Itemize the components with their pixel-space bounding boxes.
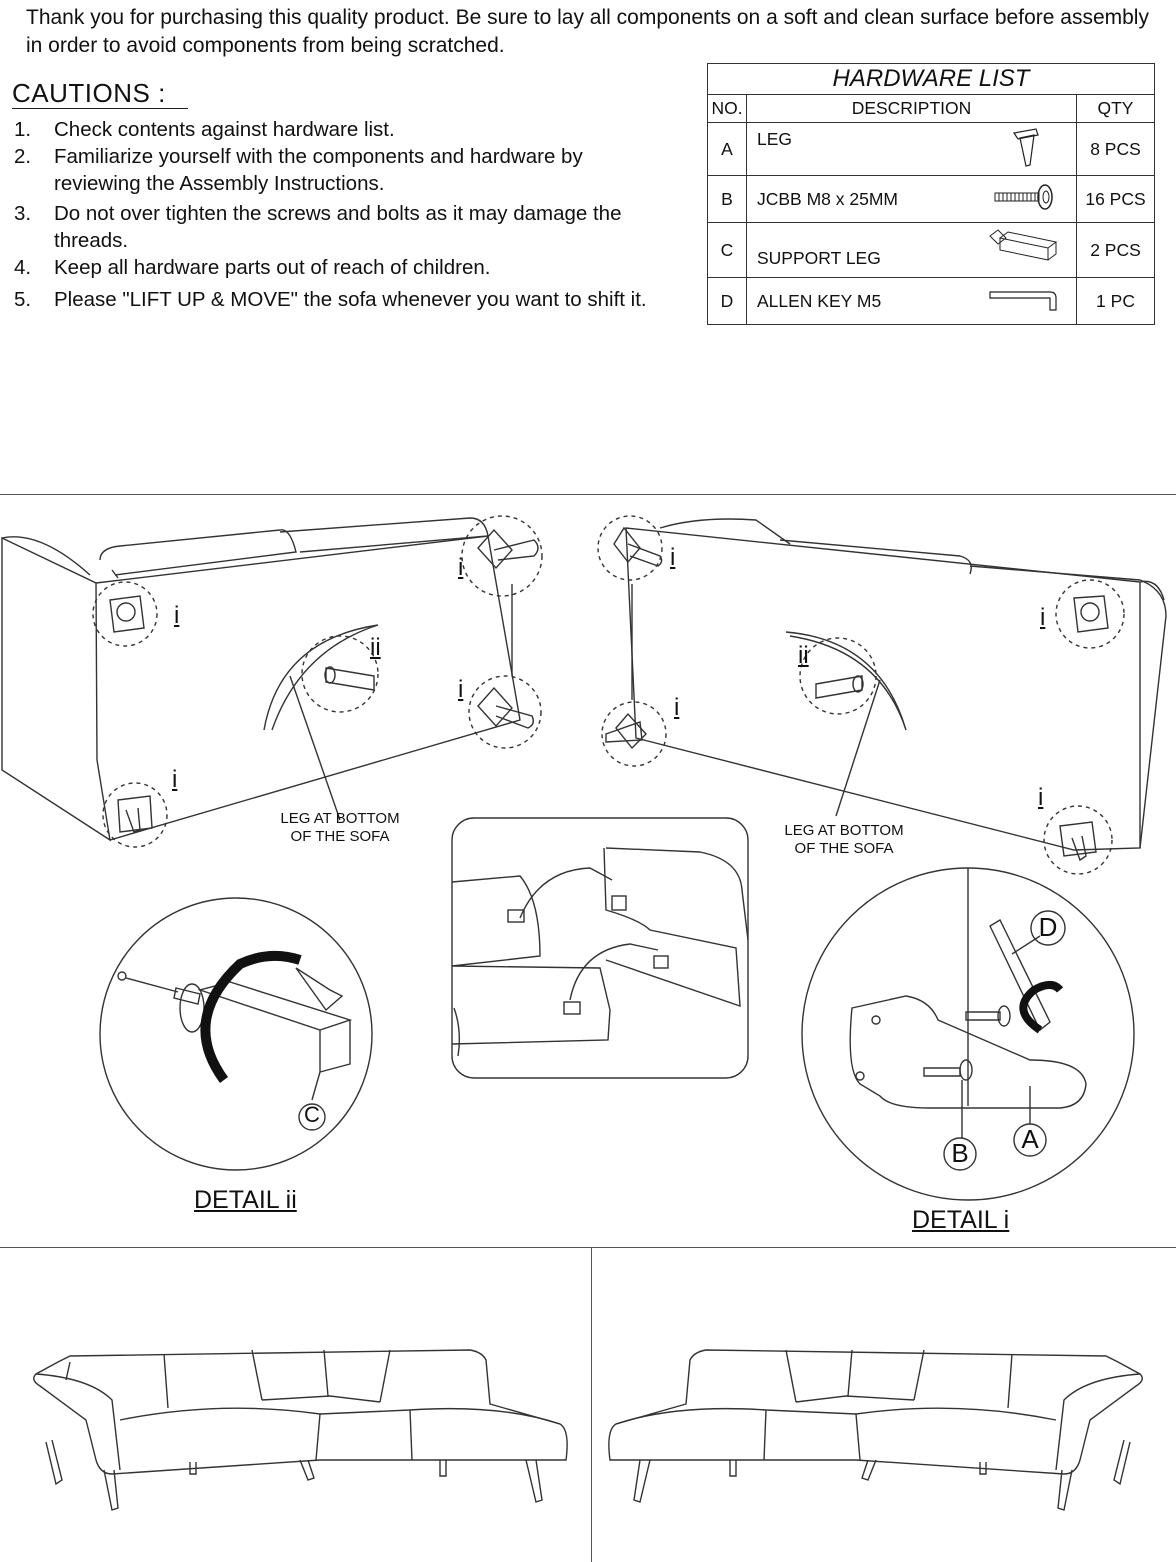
caution-text: Check contents against hardware list. [54,118,395,141]
detail-ii-circle [99,897,373,1171]
part-a-label: A [1021,1124,1039,1154]
mark-ii: ii [370,634,381,661]
hardware-no: B [707,175,747,223]
caution-number: 5. [14,288,32,311]
hardware-row: A LEG 8 PCS [707,122,1155,176]
hardware-description: ALLEN KEY M5 [746,277,976,325]
sectional-sofa-right-view [608,1349,1143,1511]
caution-text: Do not over tighten the screws and bolts… [54,202,622,252]
hardware-no: C [707,222,747,278]
intro-text: Thank you for purchasing this quality pr… [26,6,1149,57]
caution-item: 1. Check contents against hardware list. [14,116,674,143]
caution-item: 2. Familiarize yourself with the compone… [14,143,674,197]
caution-number: 4. [14,256,32,279]
caution-text: Familiarize yourself with the components… [54,145,583,195]
section-divider-bottom [0,1247,1176,1248]
part-c-label: C [304,1102,320,1127]
detail-ii-caption: DETAIL ii [194,1186,297,1214]
left-sofa-support-leg [263,624,379,821]
caution-item: 3. Do not over tighten the screws and bo… [14,200,674,254]
mark-ii: ii [798,642,809,669]
hardware-description: JCBB M8 x 25MM [746,175,976,223]
right-sofa-support-leg [785,631,907,817]
right-sofa-legs [597,515,1125,875]
part-d-label: D [1038,912,1058,942]
leg-at-bottom-label-right: LEG AT BOTTOM OF THE SOFA [784,822,904,857]
hardware-qty: 16 PCS [1076,175,1155,223]
section-divider-vertical [591,1247,592,1562]
caution-number: 3. [14,202,32,225]
part-b-label: B [951,1138,969,1168]
mark-i: i [174,602,180,629]
left-sofa-legs [92,515,543,848]
left-sofa-underside [1,517,521,842]
section-divider-top [0,494,1176,495]
bolt-icon [976,175,1077,223]
allen-key-icon [976,277,1077,325]
hardware-qty: 8 PCS [1076,122,1155,176]
hardware-list-table: HARDWARE LIST NO. DESCRIPTION QTY A LEG … [707,63,1155,325]
mark-i: i [458,554,464,581]
hardware-no: D [707,277,747,325]
hardware-list-title: HARDWARE LIST [707,63,1155,95]
caution-item: 4. Keep all hardware parts out of reach … [14,254,674,281]
hardware-description: LEG [746,122,976,176]
caution-number: 1. [14,118,32,141]
sectional-sofa-left-view [33,1349,568,1511]
mark-i: i [458,676,464,703]
mark-i: i [670,544,676,571]
cautions-underline [12,108,188,109]
hardware-qty: 2 PCS [1076,222,1155,278]
support-leg-icon [976,222,1077,278]
mark-i: i [674,694,680,721]
leg-at-bottom-label-left: LEG AT BOTTOM OF THE SOFA [280,810,400,845]
caution-text: Please "LIFT UP & MOVE" the sofa wheneve… [54,288,647,311]
mark-i: i [1040,604,1046,631]
center-inset [451,817,749,1079]
hardware-row: C SUPPORT LEG 2 PCS [707,222,1155,278]
mark-i: i [1038,784,1044,811]
hardware-no: A [707,122,747,176]
caution-number: 2. [14,145,32,168]
cautions-title: CAUTIONS : [12,78,166,108]
detail-i-caption: DETAIL i [912,1206,1010,1234]
detail-i-circle [801,867,1135,1201]
mark-i: i [172,766,178,793]
caution-item: 5. Please "LIFT UP & MOVE" the sofa when… [14,286,674,313]
right-sofa-underside [625,518,1167,851]
caution-text: Keep all hardware parts out of reach of … [54,256,491,279]
hardware-row: D ALLEN KEY M5 1 PC [707,277,1155,325]
cautions-list: 1. Check contents against hardware list.… [14,116,674,313]
hardware-qty: 1 PC [1076,277,1155,325]
header-no: NO. [707,94,747,123]
hardware-row: B JCBB M8 x 25MM 16 PCS [707,175,1155,223]
